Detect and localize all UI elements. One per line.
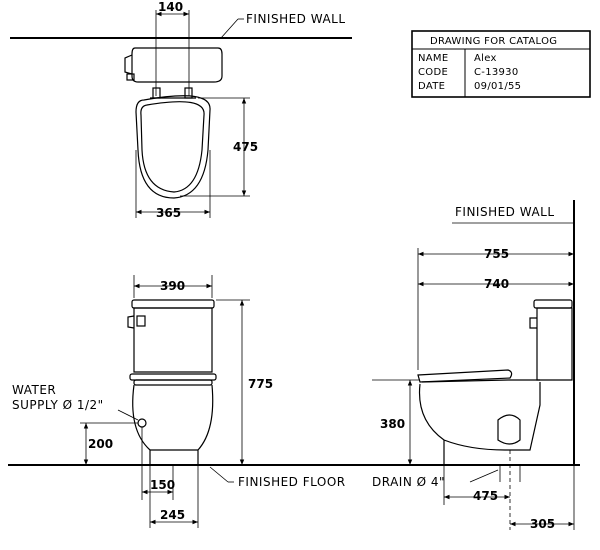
title-block-date-key: DATE [418, 81, 445, 92]
dim-top-seat-width: 365 [156, 206, 181, 220]
title-block-code-key: CODE [418, 67, 448, 78]
dim-side-drain-offset: 475 [473, 489, 498, 503]
tank-top-outline [131, 47, 223, 83]
title-block-name-key: NAME [418, 53, 448, 64]
label-drain: DRAIN Ø 4" [372, 475, 445, 489]
bowl-side-outline [418, 382, 541, 465]
side-view [372, 200, 575, 530]
label-water-supply-line1: WATER [12, 383, 56, 397]
seat-top-outline [135, 95, 211, 199]
label-finished-wall-side: FINISHED WALL [455, 205, 555, 219]
title-block-name-value: Alex [474, 53, 497, 64]
tank-front-outline [133, 307, 213, 373]
dim-top-seat-length: 475 [233, 140, 258, 154]
label-finished-floor: FINISHED FLOOR [238, 475, 346, 489]
label-water-supply-line2: SUPPLY Ø 1/2" [12, 398, 104, 412]
top-view [10, 10, 352, 218]
title-block-code-value: C-13930 [474, 67, 519, 78]
front-view [80, 275, 250, 528]
dim-front-tank-width: 390 [160, 279, 185, 293]
seat-side-outline [417, 369, 513, 383]
dim-front-supply-height: 200 [88, 437, 113, 451]
dim-front-base-width: 245 [160, 508, 185, 522]
dim-front-height: 775 [248, 377, 273, 391]
bowl-front-outline [132, 384, 214, 465]
tank-side-outline [536, 307, 573, 381]
dim-top-inlet-width: 140 [158, 0, 183, 14]
title-block-date-value: 09/01/55 [474, 81, 521, 92]
dim-side-seat-depth: 740 [484, 277, 509, 291]
dim-side-overall-depth: 755 [484, 247, 509, 261]
dim-side-rough-in: 305 [530, 517, 555, 531]
title-block [411, 30, 591, 98]
label-finished-wall-top: FINISHED WALL [246, 12, 346, 26]
title-block-heading: DRAWING FOR CATALOG [430, 36, 557, 47]
dim-front-outlet-offset: 150 [150, 478, 175, 492]
dim-side-seat-height: 380 [380, 417, 405, 431]
